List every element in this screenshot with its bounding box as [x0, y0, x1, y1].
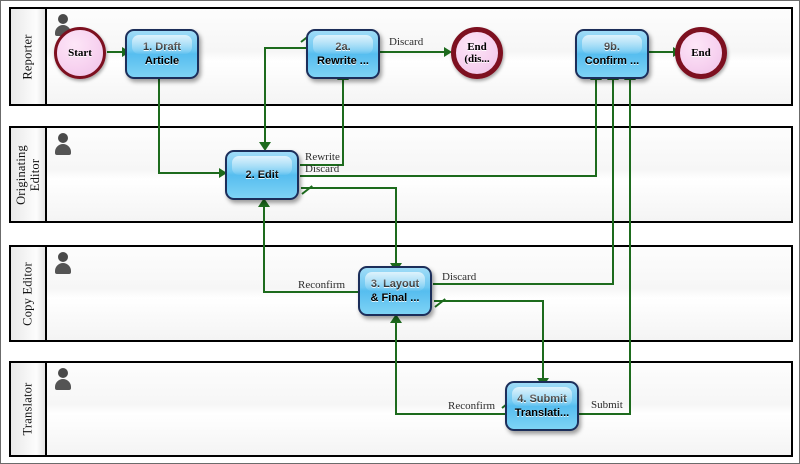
lane-originating-editor-label: Originating Editor — [14, 144, 42, 205]
task-submit-translation-label: 4. Submit Translati... — [514, 393, 570, 419]
lane-copy-editor-header: Copy Editor — [11, 247, 45, 340]
lane-reporter[interactable]: Reporter — [9, 7, 793, 106]
event-start[interactable]: Start — [54, 27, 106, 79]
flow-arrow-up — [390, 314, 402, 323]
lane-translator-header: Translator — [11, 363, 45, 455]
flow-edit-discard-h — [300, 175, 597, 177]
person-icon — [55, 133, 71, 155]
task-edit[interactable]: 2. Edit — [225, 150, 299, 200]
flow-draft-to-edit-h — [158, 172, 222, 174]
flow-arrow-right — [219, 168, 227, 178]
flow-draft-to-edit-v — [158, 79, 160, 174]
flow-confirm-to-end — [649, 51, 675, 53]
event-end[interactable]: End — [675, 27, 727, 79]
person-icon — [55, 14, 71, 36]
event-end-discard-label: End (dis... — [464, 41, 490, 65]
task-rewrite-label: 2a. Rewrite ... — [317, 41, 369, 67]
person-icon — [55, 368, 71, 390]
lane-translator-label: Translator — [20, 382, 35, 436]
lane-originating-editor-body — [45, 128, 791, 221]
flow-label-submit: Submit — [591, 399, 623, 411]
task-draft-article[interactable]: 1. Draft Article — [125, 29, 199, 79]
task-edit-label: 2. Edit — [245, 169, 279, 181]
flow-rewrite-back-h — [264, 47, 312, 49]
task-rewrite[interactable]: 2a. Rewrite ... — [306, 29, 380, 79]
flow-label-discard-2: Discard — [305, 163, 340, 175]
flow-label-reconfirm-1: Reconfirm — [298, 279, 346, 291]
flow-layout-to-submit-v — [542, 300, 544, 382]
flow-layout-to-submit-h — [434, 300, 544, 302]
flow-label-reconfirm-2: Reconfirm — [448, 400, 496, 412]
flow-layout-discard-h — [433, 283, 614, 285]
lane-translator-body — [45, 363, 791, 455]
task-draft-article-label: 1. Draft Article — [143, 41, 181, 67]
task-layout-final-label: 3. Layout & Final ... — [370, 278, 420, 304]
lane-originating-editor-header: Originating Editor — [11, 128, 45, 221]
flow-rewrite-back-v — [264, 47, 266, 147]
flow-layout-discard-v — [612, 79, 614, 285]
flow-layout-reconfirm-h — [263, 291, 359, 293]
flow-edit-to-layout-v — [395, 187, 397, 267]
flow-edit-discard-v — [595, 79, 597, 177]
task-layout-final[interactable]: 3. Layout & Final ... — [358, 266, 432, 316]
task-confirm-label: 9b. Confirm ... — [584, 41, 640, 67]
lane-copy-editor-label: Copy Editor — [20, 261, 35, 326]
flow-label-discard-3: Discard — [442, 271, 477, 283]
person-icon — [55, 252, 71, 274]
flow-submit-reconfirm-h — [395, 413, 508, 415]
event-start-label: Start — [68, 47, 92, 59]
task-confirm[interactable]: 9b. Confirm ... — [575, 29, 649, 79]
flow-rewrite-to-end-discard — [380, 51, 446, 53]
flow-rewrite-h — [300, 164, 344, 166]
flow-arrow-up — [258, 198, 270, 207]
lane-reporter-label: Reporter — [20, 33, 35, 80]
flow-label-discard-1: Discard — [389, 36, 424, 48]
flow-edit-to-layout-h — [301, 187, 397, 189]
flow-submit-reconfirm-v — [395, 322, 397, 415]
flow-layout-reconfirm-v — [263, 206, 265, 293]
lane-translator[interactable]: Translator — [9, 361, 793, 457]
flow-submit-h — [579, 413, 631, 415]
event-end-discard[interactable]: End (dis... — [451, 27, 503, 79]
event-end-label: End — [691, 47, 711, 59]
flow-label-rewrite: Rewrite — [305, 151, 340, 163]
flow-arrow-right — [444, 47, 452, 57]
flow-start-to-draft — [107, 51, 124, 53]
flow-arrow-down — [259, 142, 271, 151]
lane-originating-editor[interactable]: Originating Editor — [9, 126, 793, 223]
task-submit-translation[interactable]: 4. Submit Translati... — [505, 381, 579, 431]
flow-submit-v — [629, 79, 631, 415]
lane-reporter-header: Reporter — [11, 9, 45, 104]
flow-rewrite-v — [342, 79, 344, 165]
